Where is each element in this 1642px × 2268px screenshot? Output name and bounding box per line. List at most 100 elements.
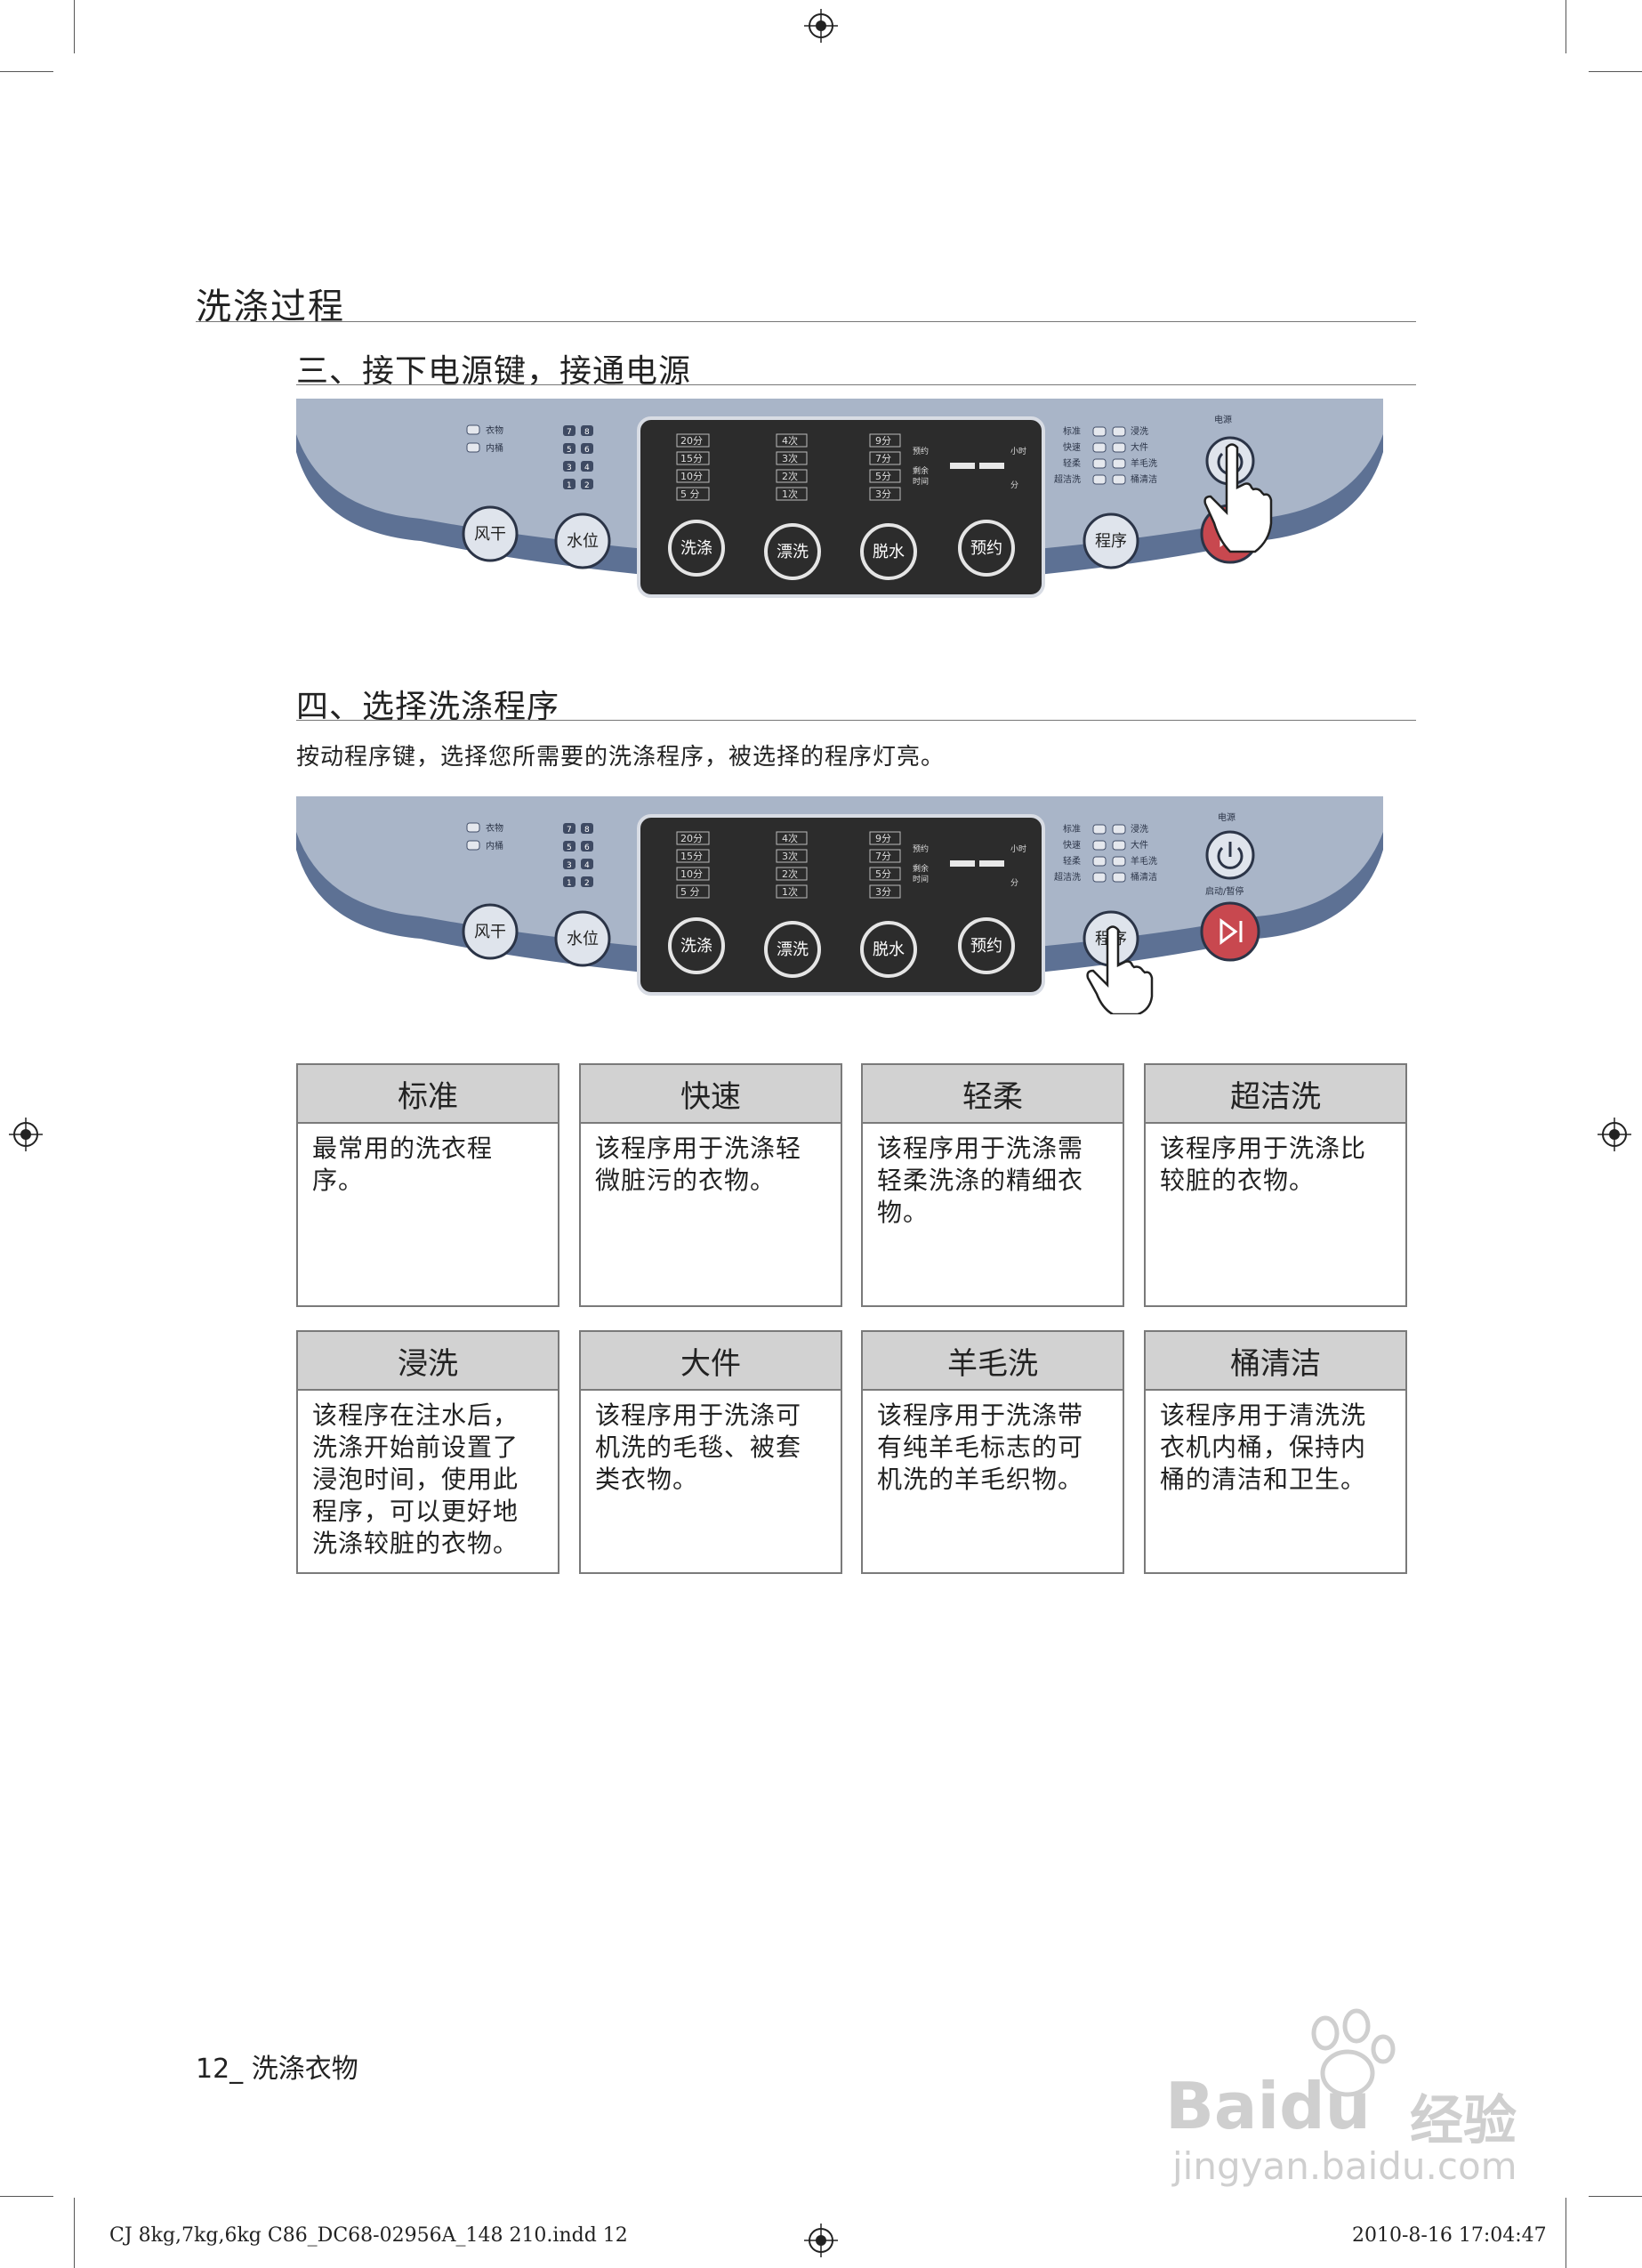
- step4-divider: [296, 720, 1416, 721]
- crop-mark: [74, 0, 75, 53]
- program-name: 大件: [581, 1332, 841, 1391]
- svg-text:洗涤: 洗涤: [680, 539, 712, 558]
- svg-text:洗涤: 洗涤: [680, 937, 712, 956]
- svg-text:6: 6: [584, 446, 590, 455]
- svg-text:4次: 4次: [782, 434, 798, 447]
- program-card-tub-clean: 桶清洁 该程序用于清洗洗衣机内桶，保持内桶的清洁和卫生。: [1144, 1330, 1407, 1574]
- svg-text:2次: 2次: [782, 868, 798, 880]
- crop-mark: [1589, 2196, 1642, 2197]
- program-desc: 该程序用于洗涤可机洗的毛毯、被套类衣物。: [595, 1400, 802, 1494]
- file-info: CJ 8kg,7kg,6kg C86_DC68-02956A_148 210.i…: [109, 2224, 628, 2247]
- svg-text:大件: 大件: [1131, 839, 1148, 851]
- svg-text:大件: 大件: [1131, 441, 1148, 453]
- step3-heading: 三、接下电源键，接通电源: [296, 353, 692, 390]
- svg-text:标准: 标准: [1063, 426, 1081, 437]
- svg-text:3分: 3分: [875, 488, 891, 500]
- svg-text:桶清洁: 桶清洁: [1131, 871, 1157, 883]
- svg-text:分: 分: [1010, 878, 1018, 888]
- svg-text:7分: 7分: [875, 851, 891, 862]
- svg-text:电源: 电源: [1214, 414, 1232, 425]
- program-card-soak: 浸洗 该程序在注水后，洗涤开始前设置了浸泡时间，使用此程序，可以更好地洗涤较脏的…: [296, 1330, 559, 1574]
- svg-text:1次: 1次: [782, 488, 798, 500]
- watermark-brand: Baidu: [1165, 2069, 1371, 2143]
- print-timestamp: 2010-8-16 17:04:47: [1352, 2224, 1547, 2247]
- svg-text:3: 3: [567, 861, 572, 870]
- svg-text:风干: 风干: [474, 923, 506, 941]
- svg-text:脱水: 脱水: [873, 543, 905, 561]
- svg-text:10分: 10分: [680, 471, 703, 482]
- svg-text:预约: 预约: [913, 446, 929, 456]
- registration-mark-icon: [804, 9, 838, 43]
- svg-text:10分: 10分: [680, 868, 703, 880]
- section-title: 洗涤过程: [196, 287, 345, 327]
- svg-text:7: 7: [567, 428, 572, 437]
- program-card-quick: 快速 该程序用于洗涤轻微脏污的衣物。: [579, 1063, 842, 1307]
- svg-text:9分: 9分: [875, 833, 891, 844]
- svg-text:2次: 2次: [782, 470, 798, 482]
- control-panel-program: 衣物 内桶 7 8 5 6 3 4 1 2 风干 水位 20分 15分 10分 …: [296, 796, 1383, 1014]
- svg-text:预约: 预约: [970, 539, 1002, 558]
- svg-text:6: 6: [584, 843, 590, 852]
- svg-text:3: 3: [567, 464, 572, 472]
- svg-text:时间: 时间: [913, 476, 929, 487]
- svg-text:浸洗: 浸洗: [1131, 426, 1148, 437]
- svg-text:羊毛洗: 羊毛洗: [1131, 457, 1157, 469]
- control-panel-power: 衣物 内桶 7 8 5 6 3 4 1 2 风干 水位 20分 15分 10分 …: [296, 399, 1383, 598]
- program-card-super-clean: 超洁洗 该程序用于洗涤比较脏的衣物。: [1144, 1063, 1407, 1307]
- svg-text:3次: 3次: [782, 452, 798, 464]
- svg-text:5分: 5分: [875, 471, 891, 482]
- svg-text:剩余: 剩余: [913, 863, 929, 874]
- crop-mark: [74, 2198, 75, 2268]
- svg-text:漂洗: 漂洗: [777, 543, 809, 561]
- svg-text:桶清洁: 桶清洁: [1131, 473, 1157, 485]
- section-divider: [196, 321, 1416, 322]
- svg-text:小时: 小时: [1010, 446, 1026, 456]
- program-name: 标准: [298, 1065, 558, 1124]
- svg-text:7: 7: [567, 826, 572, 835]
- svg-text:衣物: 衣物: [486, 424, 503, 436]
- watermark-sub: 经验: [1410, 2090, 1517, 2152]
- program-desc: 最常用的洗衣程序。: [312, 1134, 494, 1195]
- program-desc: 该程序在注水后，洗涤开始前设置了浸泡时间，使用此程序，可以更好地洗涤较脏的衣物。: [312, 1400, 519, 1558]
- crop-mark: [0, 2196, 53, 2197]
- svg-text:8: 8: [584, 826, 590, 835]
- svg-text:超洁洗: 超洁洗: [1054, 871, 1081, 883]
- svg-text:2: 2: [584, 879, 590, 888]
- program-desc: 该程序用于清洗洗衣机内桶，保持内桶的清洁和卫生。: [1160, 1400, 1367, 1494]
- svg-text:轻柔: 轻柔: [1063, 855, 1081, 867]
- svg-text:轻柔: 轻柔: [1063, 457, 1081, 469]
- page-label: 12_ 洗涤衣物: [196, 2054, 358, 2085]
- svg-text:20分: 20分: [680, 435, 703, 447]
- svg-text:分: 分: [1010, 480, 1018, 490]
- step3-divider: [296, 384, 1416, 385]
- svg-text:1: 1: [567, 481, 572, 490]
- svg-text:剩余: 剩余: [913, 465, 929, 476]
- step4-instruction: 按动程序键，选择您所需要的洗涤程序，被选择的程序灯亮。: [296, 744, 946, 771]
- svg-text:衣物: 衣物: [486, 822, 503, 834]
- svg-text:超洁洗: 超洁洗: [1054, 473, 1081, 485]
- program-name: 桶清洁: [1146, 1332, 1405, 1391]
- svg-text:快速: 快速: [1063, 442, 1081, 453]
- svg-text:5: 5: [567, 446, 572, 455]
- crop-mark: [1589, 71, 1642, 72]
- program-name: 快速: [581, 1065, 841, 1124]
- svg-text:内桶: 内桶: [486, 442, 503, 454]
- svg-text:20分: 20分: [680, 833, 703, 844]
- program-name: 轻柔: [863, 1065, 1123, 1124]
- svg-text:15分: 15分: [680, 453, 703, 464]
- svg-text:4次: 4次: [782, 832, 798, 844]
- svg-text:脱水: 脱水: [873, 940, 905, 959]
- svg-text:程序: 程序: [1095, 532, 1127, 551]
- svg-text:2: 2: [584, 481, 590, 490]
- program-desc: 该程序用于洗涤需轻柔洗涤的精细衣物。: [877, 1134, 1084, 1227]
- svg-text:5 分: 5 分: [680, 488, 700, 500]
- svg-text:3次: 3次: [782, 850, 798, 862]
- svg-text:8: 8: [584, 428, 590, 437]
- svg-text:4: 4: [584, 861, 590, 870]
- svg-text:15分: 15分: [680, 851, 703, 862]
- svg-text:5 分: 5 分: [680, 886, 700, 898]
- svg-text:羊毛洗: 羊毛洗: [1131, 855, 1157, 867]
- program-card-standard: 标准 最常用的洗衣程序。: [296, 1063, 559, 1307]
- svg-text:5: 5: [567, 843, 572, 852]
- svg-text:水位: 水位: [567, 532, 599, 551]
